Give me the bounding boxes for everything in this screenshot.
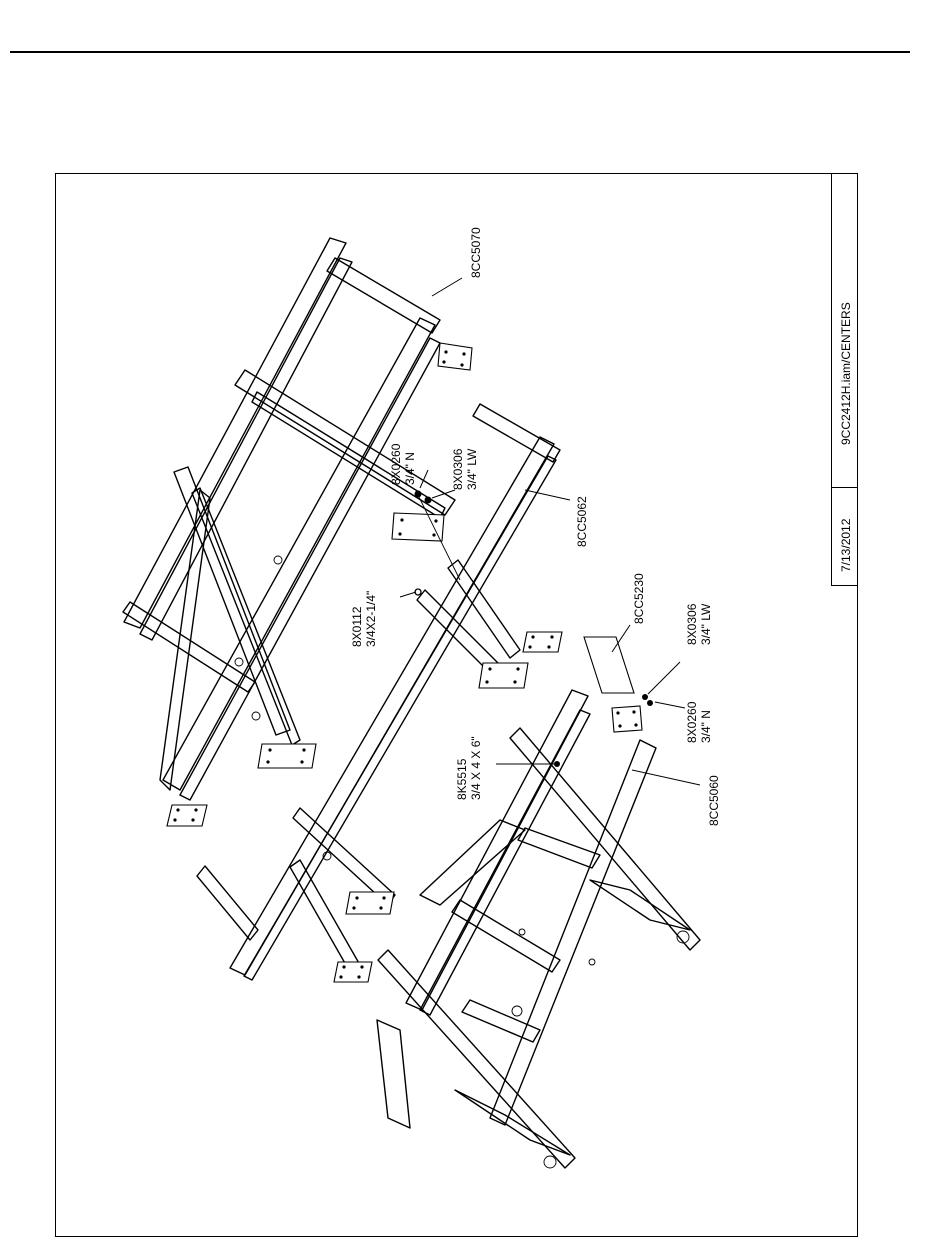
callout-8x0112: 8X0112 3/4X2-1/4" (351, 591, 379, 647)
callout-size: 3/4" N (404, 444, 418, 485)
callout-size: 3/4" LW (700, 604, 714, 645)
middle-beam-assembly (197, 404, 562, 982)
callout-8cc5230: 8CC5230 (633, 573, 647, 624)
callout-part: 8X0112 (351, 591, 365, 647)
callout-size: 3/4 X 4 X 6" (470, 736, 484, 800)
callout-part: 8CC5062 (576, 496, 590, 547)
callout-size: 3/4X2-1/4" (365, 591, 379, 647)
callout-8k5515: 8K5515 3/4 X 4 X 6" (456, 736, 484, 800)
callout-8cc5062: 8CC5062 (576, 496, 590, 547)
lower-hitch-assembly (377, 637, 700, 1168)
callout-8x0260-upper: 8X0260 3/4" N (390, 444, 418, 485)
callout-part: 8X0306 (452, 449, 466, 490)
callout-part: 8CC5060 (708, 775, 722, 826)
upper-frame-assembly (123, 238, 472, 826)
callout-8x0260-lower: 8X0260 3/4" N (686, 702, 714, 743)
callout-size: 3/4" LW (466, 449, 480, 490)
callout-part: 8CC5070 (470, 227, 484, 278)
callout-size: 3/4" N (700, 702, 714, 743)
callout-8cc5060: 8CC5060 (708, 775, 722, 826)
callout-part: 8CC5230 (633, 573, 647, 624)
callout-part: 8X0306 (686, 604, 700, 645)
callout-part: 8X0260 (686, 702, 700, 743)
callout-8x0306-lower: 8X0306 3/4" LW (686, 604, 714, 645)
callout-part: 8X0260 (390, 444, 404, 485)
callout-8cc5070: 8CC5070 (470, 227, 484, 278)
callout-8x0306-upper: 8X0306 3/4" LW (452, 449, 480, 490)
callout-part: 8K5515 (456, 736, 470, 800)
